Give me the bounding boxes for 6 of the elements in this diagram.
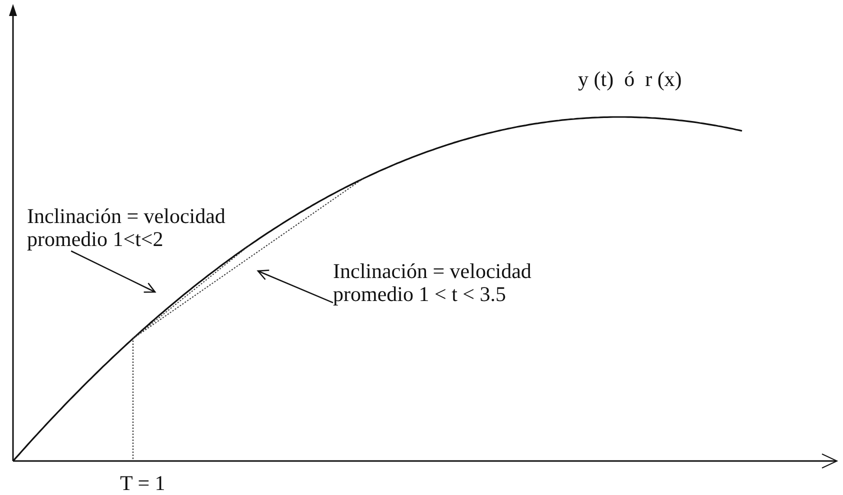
annotation-text: Inclinación = velocidad promedio 1 < t < 3.5 [333, 260, 598, 306]
tick-label: T = 1 [120, 472, 166, 495]
arrow [257, 270, 334, 304]
annotation-text: Inclinación = velocidad promedio 1<t<2 [27, 205, 262, 251]
curve-label: y (t) ó r (x) [578, 68, 682, 91]
arrow [70, 250, 156, 293]
